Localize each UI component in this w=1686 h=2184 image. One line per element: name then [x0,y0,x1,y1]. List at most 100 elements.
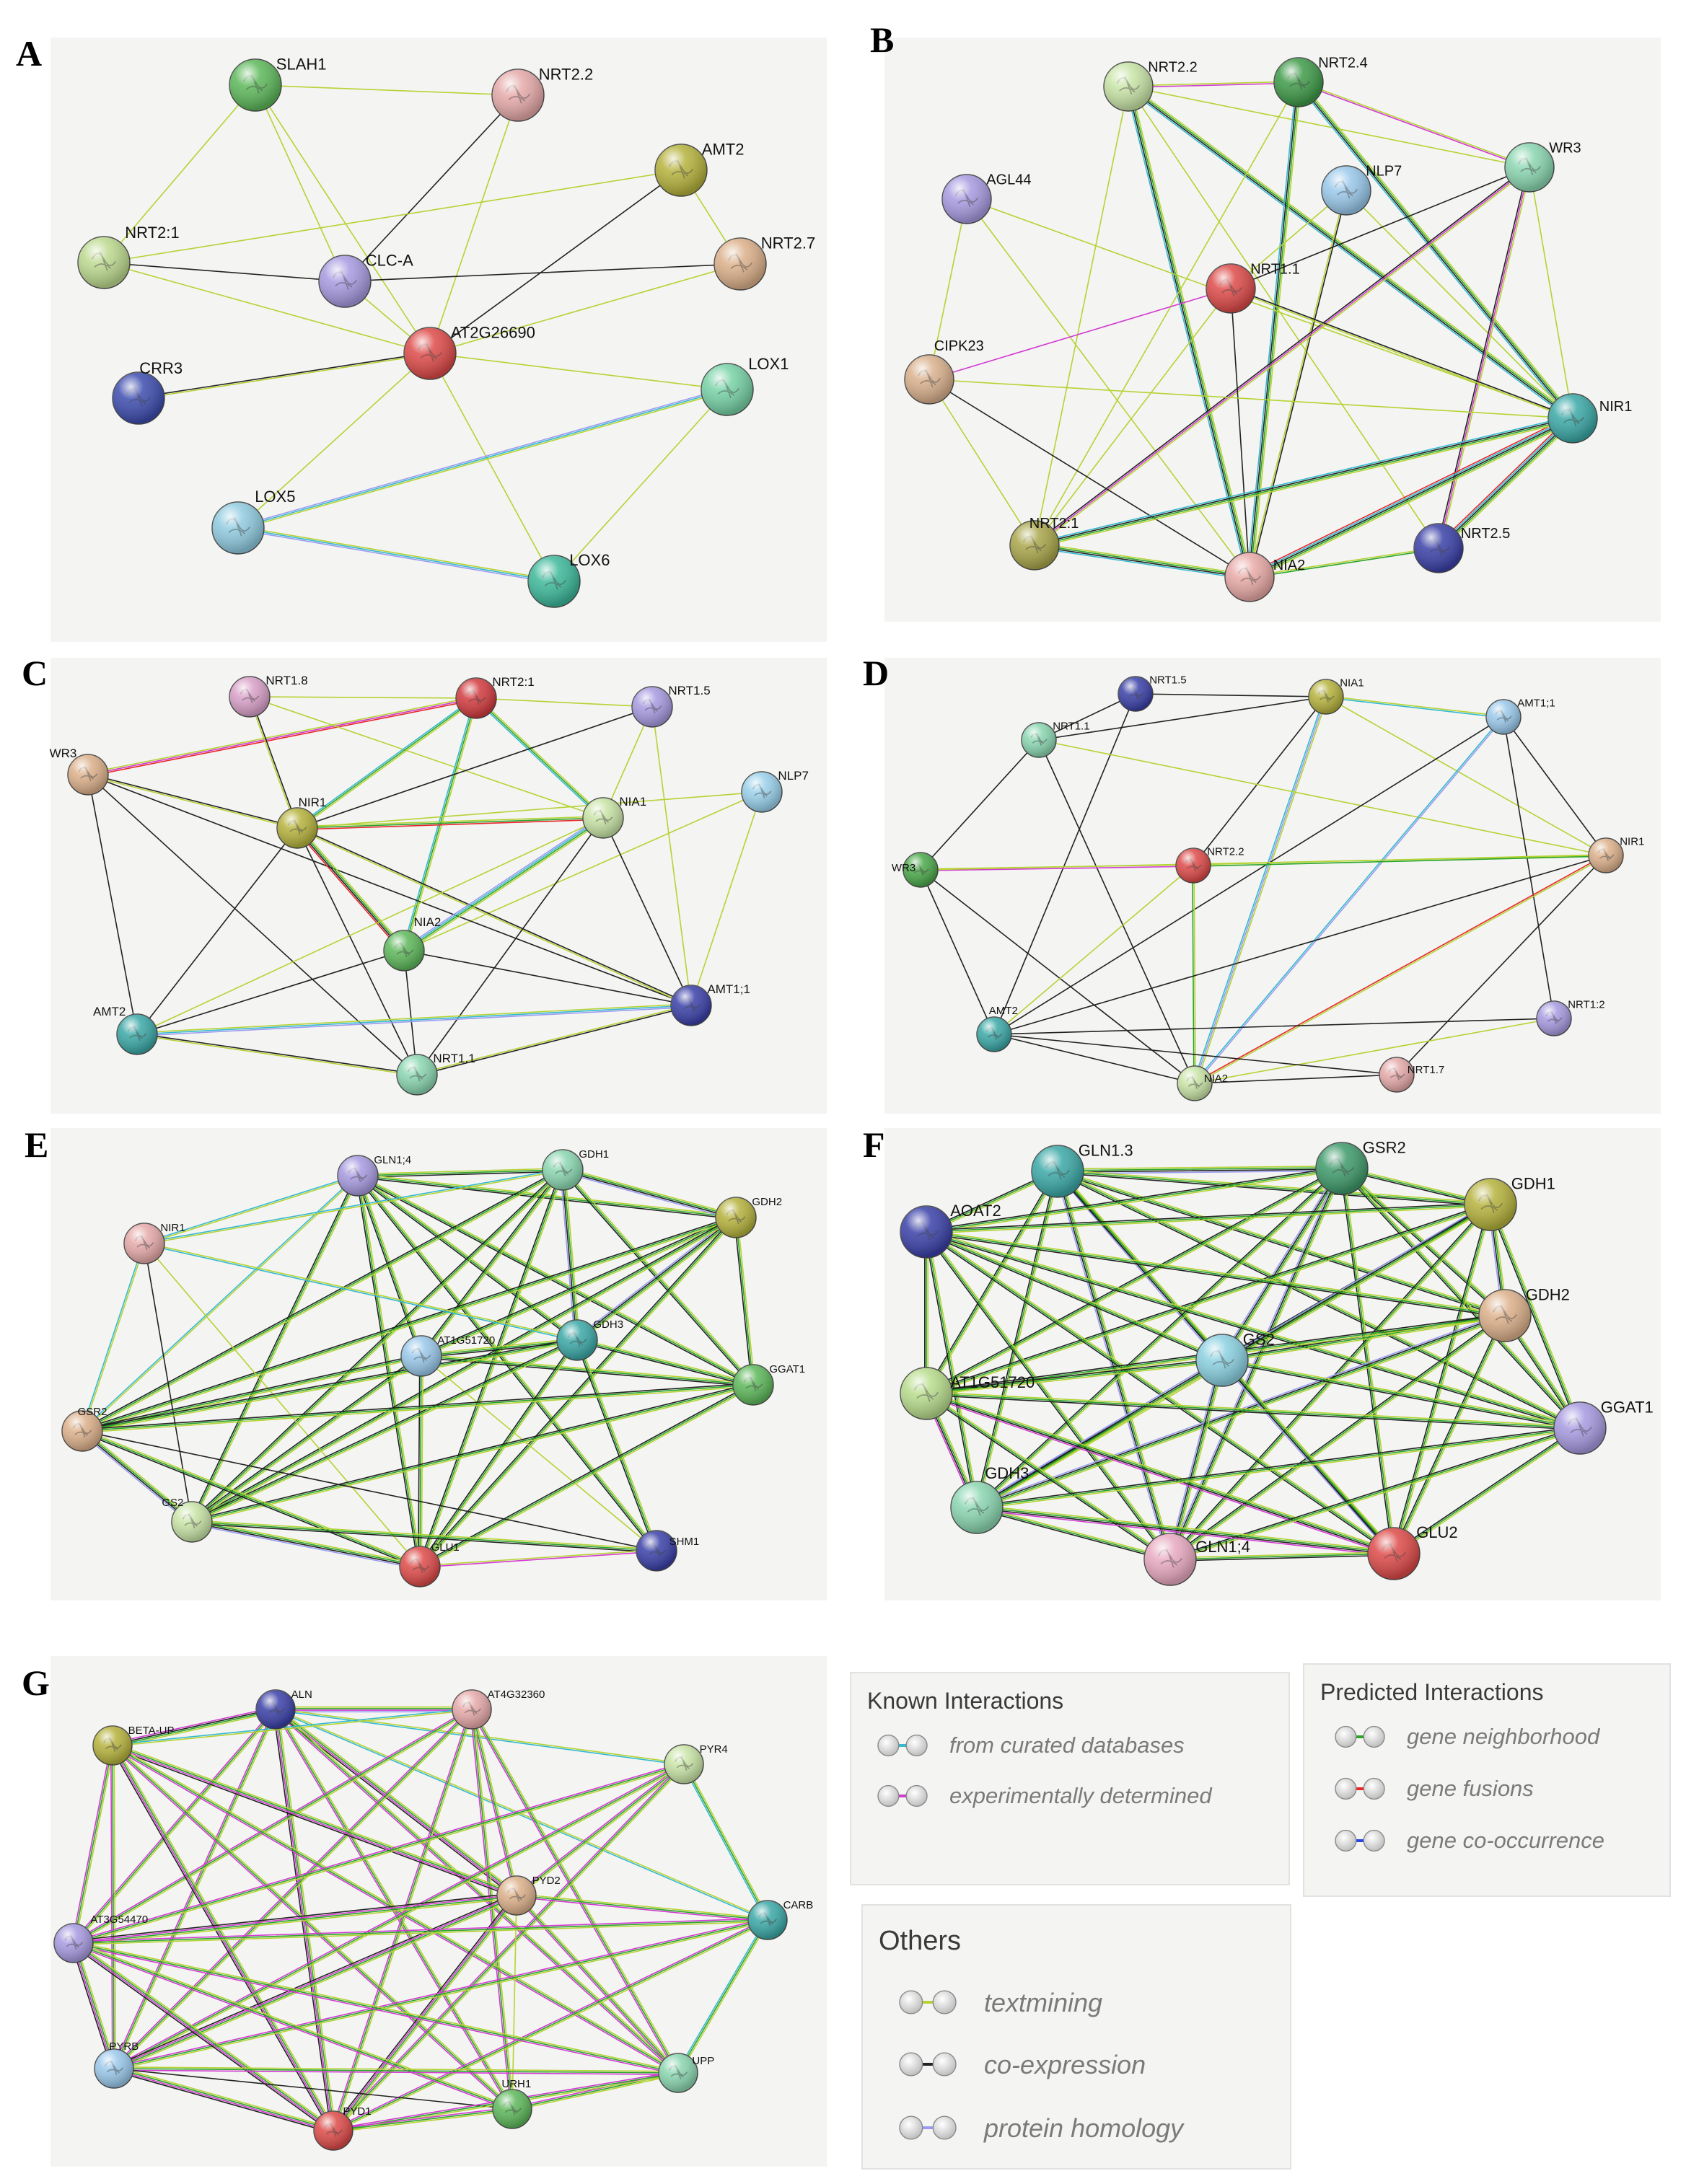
node-NIR1[interactable]: NIR1 [276,796,326,849]
node-NRT2:1[interactable]: NRT2:1 [1009,516,1079,571]
node-NIA1[interactable]: NIA1 [1308,677,1364,715]
edge-line [418,1383,753,1566]
node-NRT1.8[interactable]: NRT1.8 [229,674,308,718]
edge-line [1057,1171,1491,1205]
edge-line [249,696,477,699]
node-WR3[interactable]: WR3 [892,852,939,888]
edge-line [1034,420,1574,549]
edge-ALN-CARB [274,1708,769,1921]
node-SHM1[interactable]: SHM1 [636,1530,700,1572]
node-GS2[interactable]: GS2 [162,1497,213,1543]
node-GDH2[interactable]: GDH2 [1478,1285,1570,1342]
node-GDH1[interactable]: GDH1 [542,1148,609,1191]
node-PYD2[interactable]: PYD2 [496,1875,561,1916]
node-GSR2[interactable]: GSR2 [61,1406,107,1452]
node-GGAT1[interactable]: GGAT1 [1553,1398,1654,1455]
node-UPP[interactable]: UPP [658,2053,714,2093]
node-NIA2[interactable]: NIA2 [1177,1065,1228,1101]
edge-line [1193,854,1607,866]
edge-NRT2.2-NIR1 [1126,84,1575,421]
node-GS2[interactable]: GS2 [1195,1330,1275,1387]
node-NRT2.7[interactable]: NRT2.7 [714,234,815,291]
node-NRT2.2[interactable]: NRT2.2 [1175,846,1244,884]
node-SLAH1[interactable]: SLAH1 [229,55,327,112]
node-GDH1[interactable]: GDH1 [1464,1174,1555,1231]
node-NRT1.1[interactable]: NRT1.1 [396,1052,475,1096]
node-label: SHM1 [669,1536,700,1548]
node-NIR1[interactable]: NIR1 [123,1222,185,1264]
node-label: NRT2.2 [1207,846,1244,858]
edge-line [926,1230,1396,1553]
node-ALN[interactable]: ALN [255,1688,312,1730]
edge-GLN1;4-GSR2 [81,1174,359,1432]
node-GLN1;4[interactable]: GLN1;4 [337,1154,411,1197]
node-GDH3[interactable]: GDH3 [556,1318,623,1361]
edge-line [926,1393,1581,1429]
node-NRT2:1[interactable]: NRT2:1 [77,224,180,289]
node-GLN1.3[interactable]: GLN1.3 [1031,1141,1133,1198]
legend-row-textmining: textmining [899,1986,1288,2017]
node-NRT2.2[interactable]: NRT2.2 [491,65,593,122]
edge-line [928,198,967,380]
node-AMT1;1[interactable]: AMT1;1 [670,982,750,1026]
node-AMT2[interactable]: AMT2 [654,140,744,197]
node-highlight [113,372,164,424]
node-LOX1[interactable]: LOX1 [701,355,789,416]
node-NRT1.5[interactable]: NRT1.5 [631,684,711,728]
node-URH1[interactable]: URH1 [492,2078,532,2129]
node-CARB[interactable]: CARB [747,1899,813,1940]
node-AMT2[interactable]: AMT2 [93,1005,158,1055]
edge-line [576,1338,755,1384]
node-BETA-UP[interactable]: BETA-UP [92,1725,175,1766]
edge-line [237,527,555,582]
node-PYD1[interactable]: PYD1 [313,2105,372,2151]
node-label: GLN1.3 [1079,1141,1133,1159]
node-CRR3[interactable]: CRR3 [112,359,183,425]
node-NLP7[interactable]: NLP7 [1321,164,1402,216]
edge-BETA-UP-PYRB [110,1745,116,2069]
edge-GDH3-GS2 [190,1338,579,1524]
node-AGL44[interactable]: AGL44 [941,172,1031,224]
node-LOX5[interactable]: LOX5 [211,488,295,555]
node-NRT1.1[interactable]: NRT1.1 [1021,721,1090,758]
node-CLC-A[interactable]: CLC-A [318,251,413,308]
node-LOX6[interactable]: LOX6 [527,551,610,608]
node-NRT2.5[interactable]: NRT2.5 [1413,523,1510,573]
node-AT1G51720[interactable]: AT1G51720 [900,1367,1035,1420]
node-GSR2[interactable]: GSR2 [1315,1138,1406,1195]
node-AT4G32360[interactable]: AT4G32360 [452,1688,545,1730]
node-PYRB[interactable]: PYRB [94,2040,139,2089]
node-GLN1;4[interactable]: GLN1;4 [1143,1533,1250,1586]
node-AMT1;1[interactable]: AMT1;1 [1485,697,1555,735]
node-NRT1:2[interactable]: NRT1:2 [1536,999,1605,1036]
node-NRT1.1[interactable]: NRT1.1 [1206,262,1300,314]
node-NIR1[interactable]: NIR1 [1547,393,1632,444]
node-WR3[interactable]: WR3 [50,747,109,796]
node-AMT2[interactable]: AMT2 [976,1005,1018,1052]
node-GLU2[interactable]: GLU2 [1367,1523,1458,1580]
node-NRT1.5[interactable]: NRT1.5 [1118,674,1187,712]
node-NRT1.7[interactable]: NRT1.7 [1379,1057,1444,1093]
node-NLP7[interactable]: NLP7 [741,769,809,813]
node-GLU1[interactable]: GLU1 [399,1541,460,1588]
node-GDH3[interactable]: GDH3 [950,1464,1029,1534]
node-CIPK23[interactable]: CIPK23 [904,338,984,405]
node-WR3[interactable]: WR3 [1504,141,1581,193]
edge-line [276,1709,335,2131]
node-PYR4[interactable]: PYR4 [664,1743,728,1784]
node-AT1G51720[interactable]: AT1G51720 [400,1334,495,1377]
edge-line [1395,1204,1493,1555]
node-NRT2.4[interactable]: NRT2.4 [1273,56,1368,107]
node-GGAT1[interactable]: GGAT1 [732,1363,805,1406]
node-NIA2[interactable]: NIA2 [1224,552,1305,602]
node-NRT2.2[interactable]: NRT2.2 [1103,60,1198,112]
node-NIR1[interactable]: NIR1 [1588,836,1644,873]
node-NRT2:1[interactable]: NRT2:1 [455,675,535,719]
node-NIA2[interactable]: NIA2 [383,915,441,972]
node-GDH2[interactable]: GDH2 [715,1196,782,1238]
node-AT3G54470[interactable]: AT3G54470 [53,1914,148,1963]
node-AOAT2[interactable]: AOAT2 [900,1202,1001,1259]
node-NIA1[interactable]: NIA1 [582,795,646,839]
edge-line [1195,716,1505,1085]
node-AT2G26690[interactable]: AT2G26690 [403,323,535,380]
